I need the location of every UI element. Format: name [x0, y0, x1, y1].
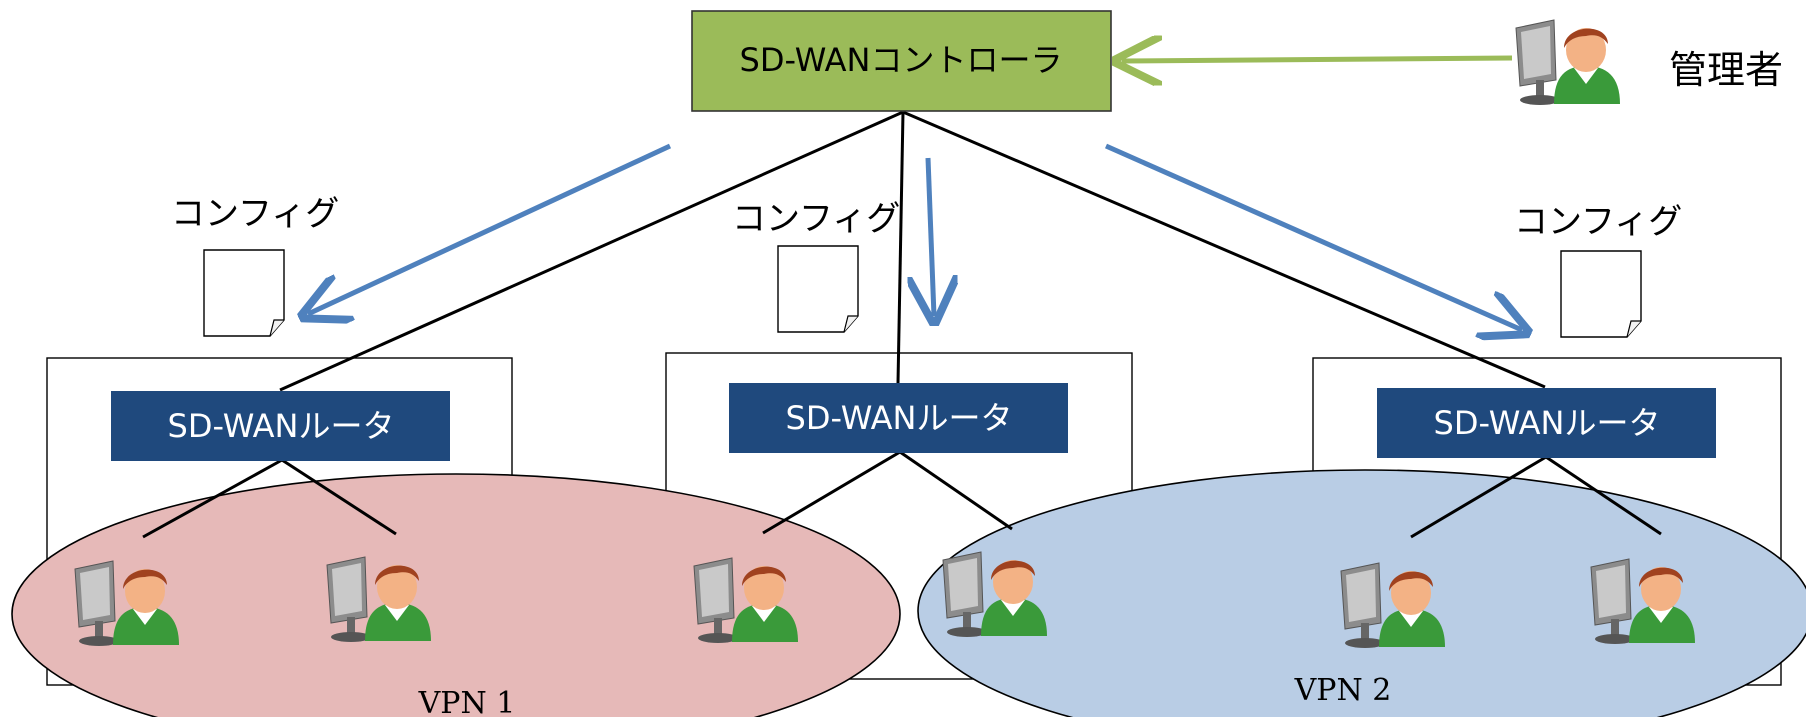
link-router3-user2: [1545, 455, 1662, 536]
vpn-1-ellipse: [11, 473, 901, 722]
controller-box: [691, 10, 1112, 112]
link-router2-user2: [899, 450, 1013, 531]
vpn-1-label: VPN 1: [418, 686, 516, 717]
router-box-1: [111, 391, 450, 461]
config-label-3: コンフィグ: [1514, 202, 1682, 242]
config-arrow-3: [1104, 143, 1522, 330]
config-label-1: コンフィグ: [171, 194, 339, 234]
config-document-icon: [203, 249, 285, 337]
router-box-3: [1377, 388, 1716, 458]
admin-label: 管理者: [1669, 48, 1783, 92]
link-controller-router-2: [896, 111, 905, 384]
config-document-icon: [777, 245, 859, 333]
config-arrow-1: [308, 143, 672, 314]
link-controller-router-3: [902, 110, 1546, 389]
vpn-2-label: VPN 2: [1294, 673, 1392, 708]
config-arrow-2: [928, 157, 934, 316]
router-label-1: SD-WANルータ: [168, 407, 395, 445]
link-router3-user1: [1410, 455, 1547, 539]
link-router1-user2: [281, 458, 397, 536]
router-box-2: [729, 383, 1068, 453]
admin-user-icon: [1515, 19, 1621, 106]
link-router2-user1: [762, 450, 901, 535]
link-controller-router-1: [279, 110, 904, 392]
router-label-2: SD-WANルータ: [786, 399, 1013, 437]
admin-arrow: [1122, 58, 1513, 61]
link-router1-user1: [142, 458, 283, 539]
config-label-2: コンフィグ: [732, 199, 900, 239]
controller-label: SD-WANコントローラ: [740, 41, 1063, 79]
config-document-icon: [1560, 250, 1642, 338]
router-label-3: SD-WANルータ: [1434, 404, 1661, 442]
